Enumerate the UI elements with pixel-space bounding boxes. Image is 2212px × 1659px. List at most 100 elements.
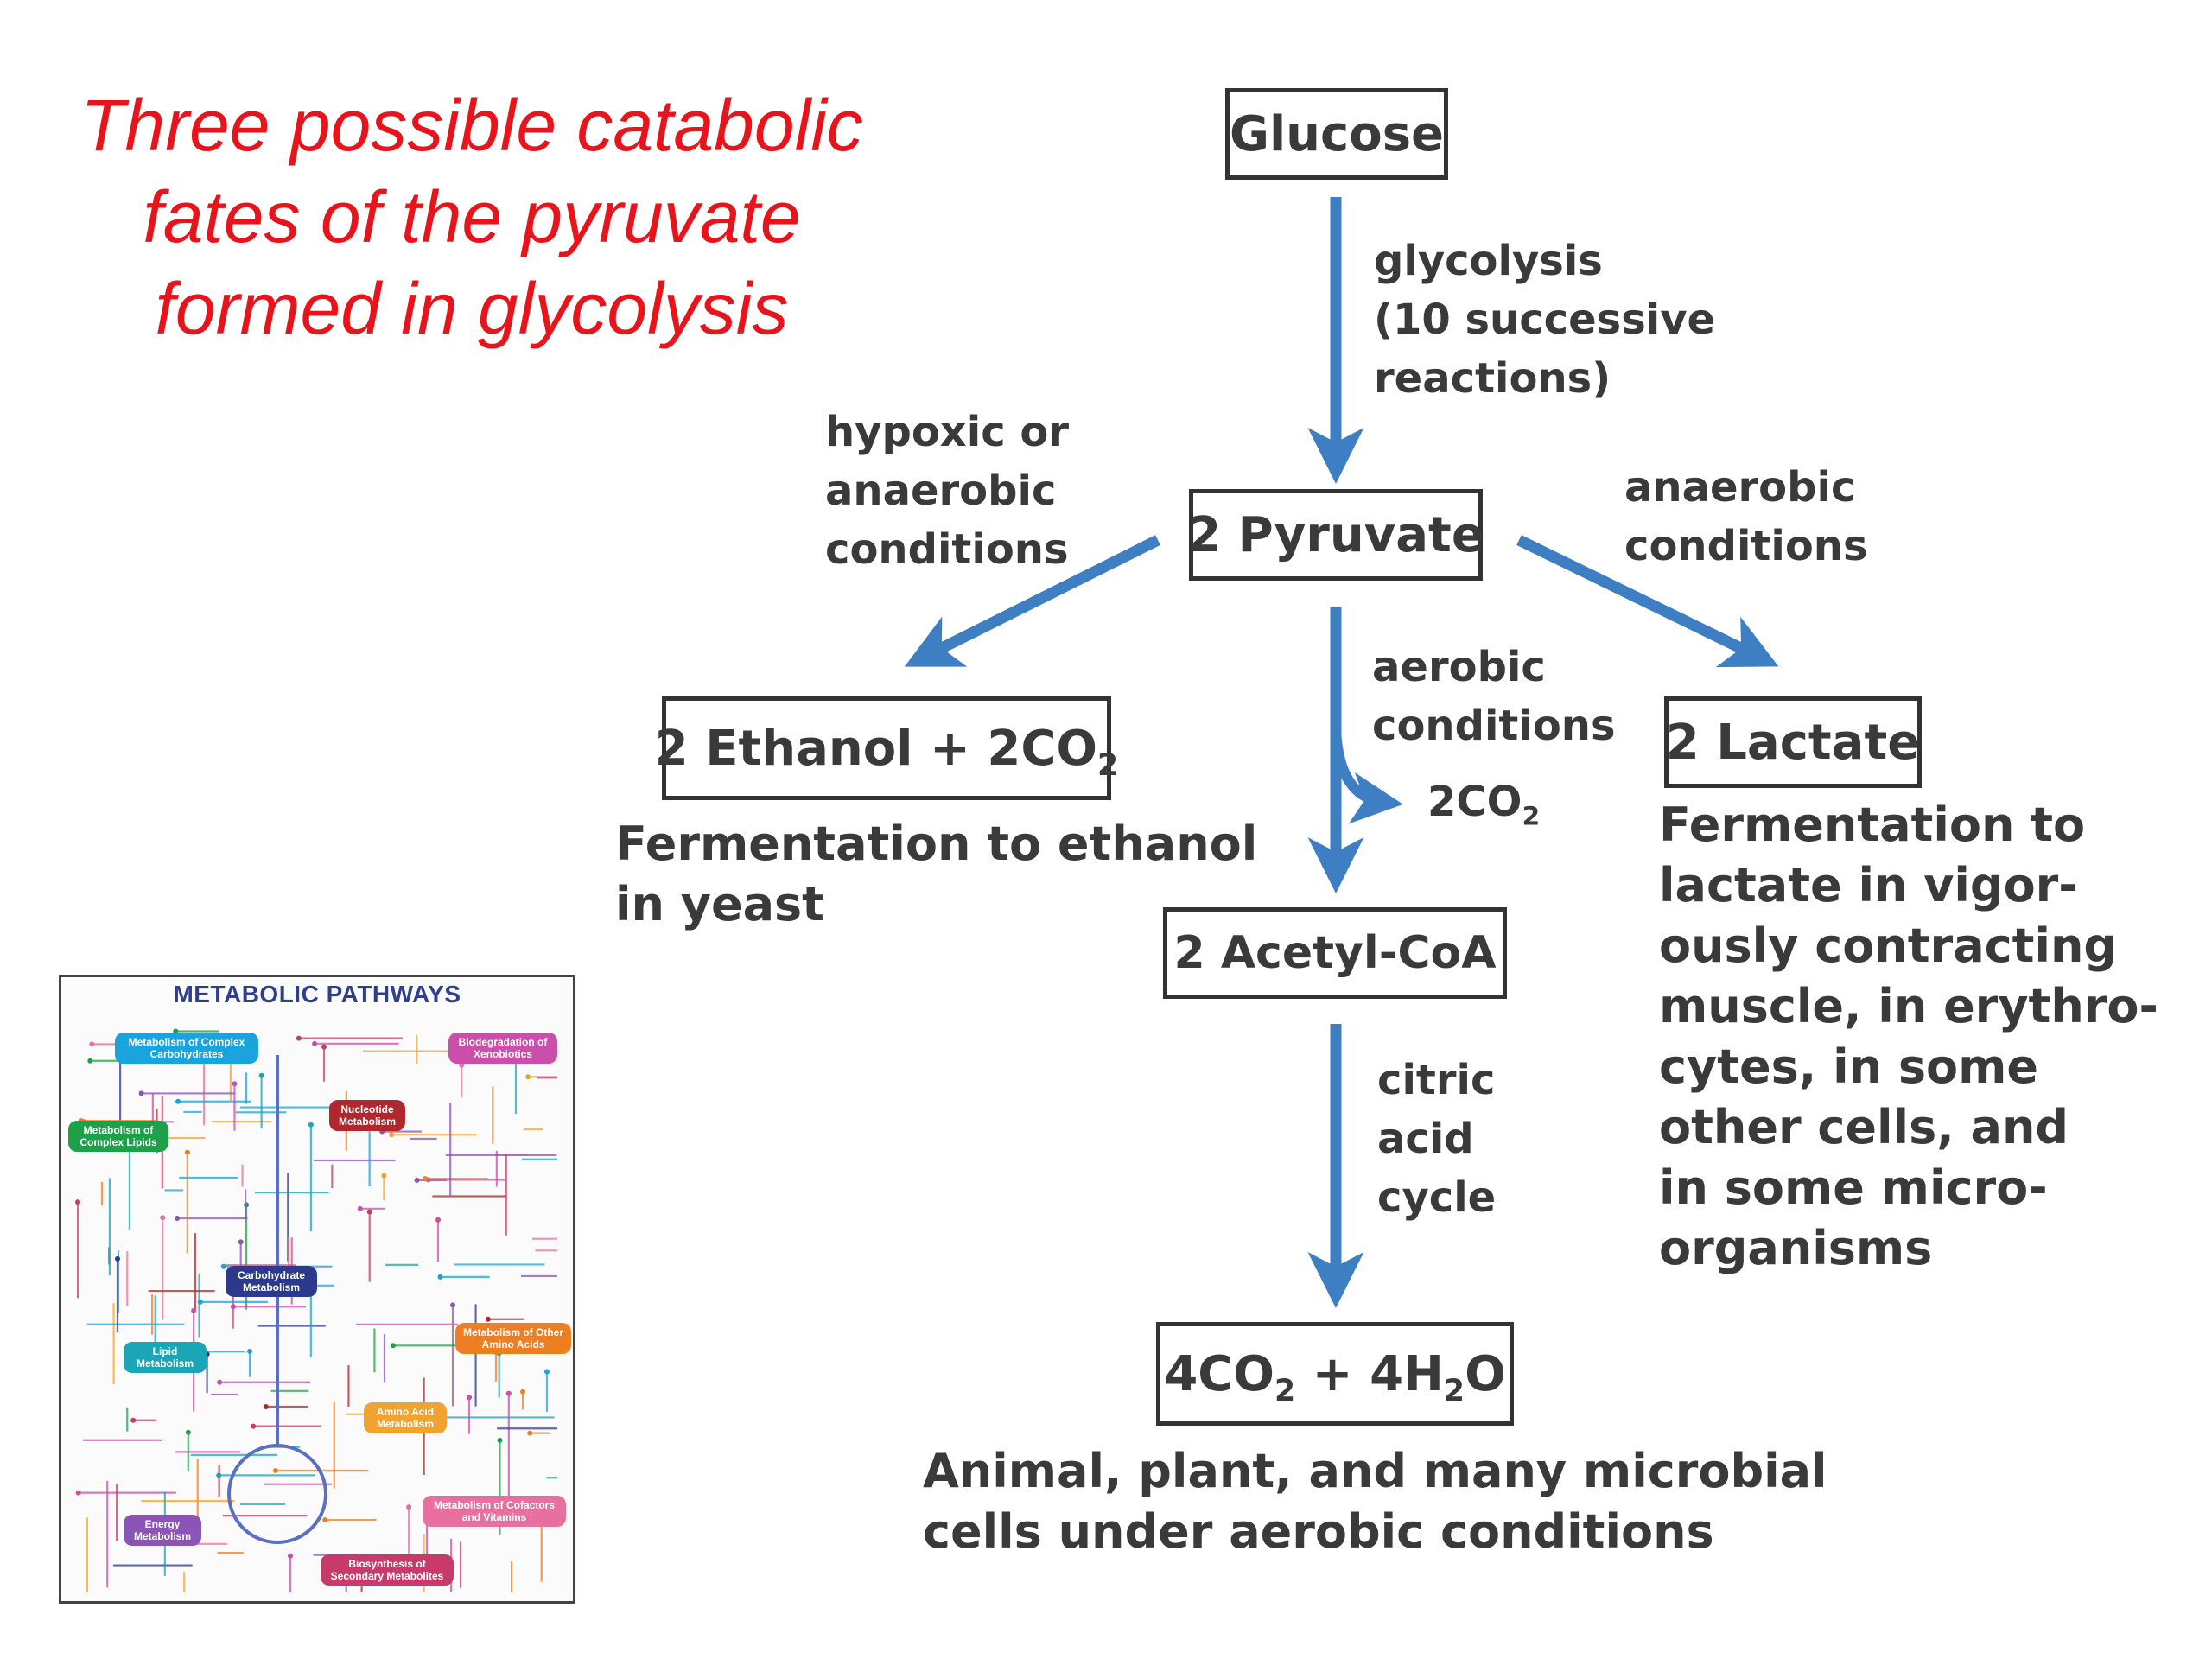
pathway-node xyxy=(450,1302,456,1308)
final-part-2: + 4H xyxy=(1295,1345,1444,1402)
pathway-node xyxy=(527,1430,533,1436)
inset-title: METABOLIC PATHWAYS xyxy=(173,981,461,1007)
pathway-node xyxy=(230,1304,236,1310)
pathway-node xyxy=(138,1090,144,1096)
pathway-node xyxy=(366,1209,372,1215)
metabolic-pathways-inset: METABOLIC PATHWAYS Metabolism of Complex… xyxy=(59,975,575,1604)
pathway-node xyxy=(232,1081,238,1087)
anaerobic-line-1: anaerobic xyxy=(1624,463,1856,512)
citric-acid-cycle-label: citric acid cycle xyxy=(1377,1051,1496,1227)
pathway-node xyxy=(485,1316,491,1322)
pathway-node xyxy=(185,1429,191,1435)
ethanol-description: Fermentation to ethanol in yeast xyxy=(615,814,1257,935)
ethanol-subscript: 2 xyxy=(1097,747,1119,783)
glucose-label: Glucose xyxy=(1230,105,1445,162)
co2-subscript: 2 xyxy=(1522,801,1541,832)
aerobic-line-2: conditions xyxy=(1372,702,1616,750)
final-sub-2: 2 xyxy=(1443,1373,1465,1408)
slide-title: Three possible catabolic fates of the py… xyxy=(57,79,887,354)
citric-line-2: acid xyxy=(1377,1115,1474,1163)
pyruvate-label: 2 Pyruvate xyxy=(1187,506,1484,563)
anaerobic-conditions-label: anaerobic conditions xyxy=(1624,458,1868,575)
pathway-node xyxy=(357,1205,363,1211)
pathway-node xyxy=(312,1040,318,1046)
tag-secondary-metabolites: Biosynthesis of Secondary Metabolites xyxy=(321,1554,454,1586)
hypoxic-line-3: conditions xyxy=(825,525,1069,574)
pathway-network xyxy=(75,1028,557,1592)
pathway-node xyxy=(220,1263,226,1269)
tag-cofactors-vitamins: Metabolism of Cofactors and Vitamins xyxy=(423,1496,566,1527)
acetyl-coa-label: 2 Acetyl-CoA xyxy=(1173,927,1497,979)
pathway-node xyxy=(175,1098,181,1104)
pathway-node xyxy=(296,1035,302,1041)
tag-xenobiotics: Biodegradation of Xenobiotics xyxy=(448,1033,557,1064)
pathway-node xyxy=(459,1062,465,1068)
pathway-node xyxy=(544,1369,550,1375)
pathway-node xyxy=(89,1041,95,1047)
pathway-node xyxy=(497,1437,503,1443)
aerobic-desc-line-2: cells under aerobic conditions xyxy=(923,1504,1714,1559)
aerobic-description: Animal, plant, and many microbial cells … xyxy=(923,1441,1827,1562)
pathway-node xyxy=(75,1490,81,1496)
lactate-desc-line-4: muscle, in erythro- xyxy=(1659,979,2158,1033)
pathway-node xyxy=(321,1044,327,1050)
pathway-node xyxy=(216,1472,222,1478)
hypoxic-line-2: anaerobic xyxy=(825,467,1057,515)
pathway-node xyxy=(130,1417,137,1423)
glycolysis-label: glycolysis (10 successive reactions) xyxy=(1374,232,1715,408)
tag-amino-acid: Amino Acid Metabolism xyxy=(364,1402,447,1433)
hypoxic-conditions-label: hypoxic or anaerobic conditions xyxy=(825,403,1069,579)
ethanol-node: 2 Ethanol + 2CO2 xyxy=(655,696,1118,800)
tag-other-amino-acids: Metabolism of Other Amino Acids xyxy=(455,1323,571,1354)
pathway-node xyxy=(114,1255,120,1262)
lactate-desc-line-5: cytes, in some xyxy=(1659,1039,2038,1094)
tag-carbohydrate: Carbohydrate Metabolism xyxy=(226,1266,317,1297)
pathway-node xyxy=(175,1215,181,1221)
lactate-description: Fermentation to lactate in vigor- ously … xyxy=(1659,795,2158,1279)
pathway-node xyxy=(525,1074,531,1080)
lactate-arrow xyxy=(1516,535,1779,668)
pathway-node xyxy=(389,1132,395,1138)
co2-release-arrow xyxy=(1331,729,1403,824)
lactate-desc-line-1: Fermentation to xyxy=(1659,798,2086,852)
co2-prefix: 2CO xyxy=(1427,778,1522,826)
pathway-node xyxy=(238,1239,244,1245)
pathway-node xyxy=(87,1058,93,1064)
pathway-node xyxy=(287,1553,293,1559)
aerobic-desc-line-1: Animal, plant, and many microbial xyxy=(923,1444,1827,1498)
pathway-node xyxy=(263,1403,269,1409)
title-line-2: fates of the pyruvate xyxy=(143,176,801,257)
pyruvate-node: 2 Pyruvate xyxy=(1187,489,1484,581)
final-products-label: 4CO2 + 4H2O xyxy=(1164,1345,1506,1407)
ethanol-label: 2 Ethanol + 2CO2 xyxy=(655,721,1118,781)
pathway-node xyxy=(390,1343,396,1349)
pathway-node xyxy=(467,1395,473,1401)
pathway-node xyxy=(160,1215,166,1221)
tag-complex-carbohydrates: Metabolism of Complex Carbohydrates xyxy=(115,1033,258,1064)
ethanol-arrow xyxy=(904,535,1160,667)
glycolysis-line-1: glycolysis xyxy=(1374,237,1603,285)
pathway-node xyxy=(308,1122,314,1128)
final-part-3: O xyxy=(1465,1345,1506,1402)
aerobic-conditions-label: aerobic conditions xyxy=(1372,638,1616,755)
final-part-1: 4CO xyxy=(1164,1345,1274,1402)
glycolysis-line-3: reactions) xyxy=(1374,354,1611,403)
title-line-1: Three possible catabolic xyxy=(80,85,863,166)
pathway-node xyxy=(258,1072,264,1078)
lactate-desc-line-8: organisms xyxy=(1659,1221,1933,1275)
hypoxic-line-1: hypoxic or xyxy=(825,408,1070,456)
lactate-desc-line-3: ously contracting xyxy=(1659,918,2118,973)
anaerobic-line-2: conditions xyxy=(1624,522,1868,570)
pathway-node xyxy=(381,1173,387,1179)
pathway-node xyxy=(505,1390,512,1396)
citric-line-1: citric xyxy=(1377,1056,1496,1104)
tag-energy: Energy Metabolism xyxy=(124,1515,201,1546)
pathway-node xyxy=(191,1307,197,1313)
citric-line-3: cycle xyxy=(1377,1173,1497,1222)
pathway-node xyxy=(272,1468,278,1474)
pathway-node xyxy=(247,1348,253,1354)
lactate-desc-line-2: lactate in vigor- xyxy=(1659,858,2078,912)
final-sub-1: 2 xyxy=(1274,1373,1296,1408)
glucose-node: Glucose xyxy=(1225,88,1448,180)
